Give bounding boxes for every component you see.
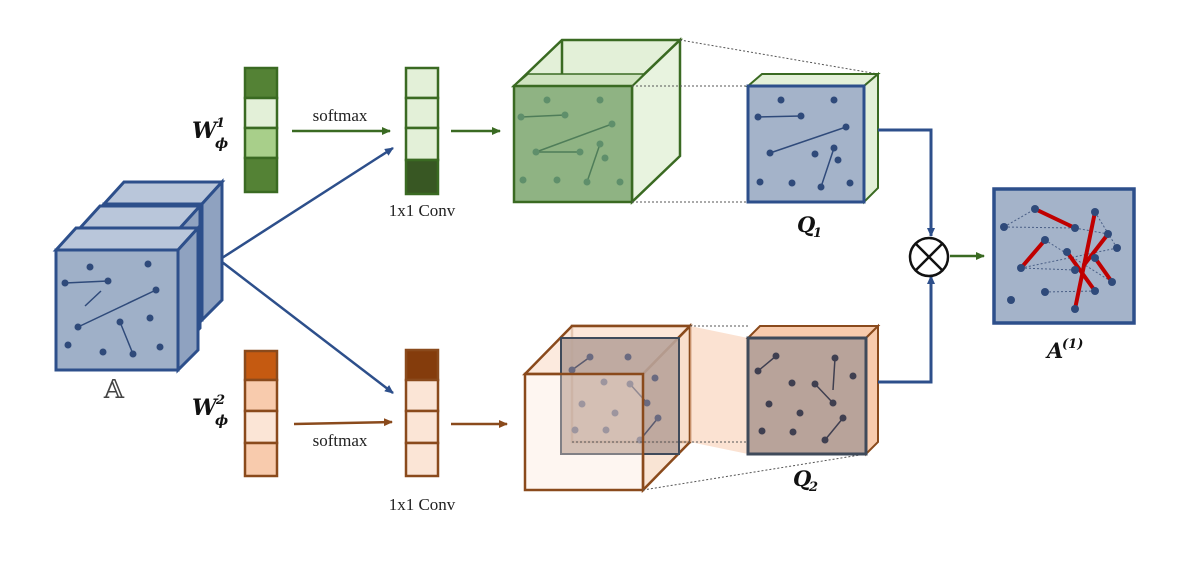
orange-projection-lines [572,325,867,491]
svg-text:Q: Q [797,212,815,237]
orange-feature-cube [522,322,693,494]
softmax-top-label: softmax [313,106,368,125]
conv-top-label: 1x1 Conv [389,201,456,220]
input-tensor-stack [52,178,226,374]
softmax1-vector [404,66,440,196]
svg-text:ϕ: ϕ [215,136,228,152]
conv-bottom-label: 1x1 Conv [389,495,456,514]
softmax-bottom-label: softmax [313,431,368,450]
q2-matrix [745,323,881,457]
svg-text:W: W [192,395,219,421]
output-label: A (1) [1045,337,1083,363]
w2-label: W 2 ϕ [192,393,228,429]
output-matrix [992,187,1136,325]
svg-text:ϕ: ϕ [215,413,228,429]
svg-text:1: 1 [813,226,822,241]
svg-text:W: W [192,118,219,144]
q1-label: Q 1 [797,212,822,241]
w2-weight-vector [243,349,279,478]
arrow-softmax-bottom [293,418,393,427]
multiply-operator [908,236,950,278]
svg-text:Q: Q [793,466,811,491]
svg-text:1: 1 [216,116,225,131]
svg-text:A: A [1045,338,1063,363]
q1-matrix [745,71,881,205]
connector-q2-to-multiply [878,275,935,384]
arrow-input-to-conv-top [221,146,394,260]
input-label: 𝔸 [103,375,125,405]
softmax2-vector [404,348,440,478]
svg-text:2: 2 [215,393,225,408]
arrow-input-to-conv-bottom [221,261,394,394]
green-projection-lines [632,39,879,203]
connector-q1-to-multiply [878,128,935,237]
svg-text:2: 2 [808,480,818,495]
green-feature-cube [510,37,684,205]
q2-label: Q 2 [793,466,818,495]
w1-label: W 1 ϕ [192,116,228,152]
w1-weight-vector [243,66,279,194]
svg-text:(1): (1) [1062,337,1083,352]
input-slice-front [52,224,202,374]
